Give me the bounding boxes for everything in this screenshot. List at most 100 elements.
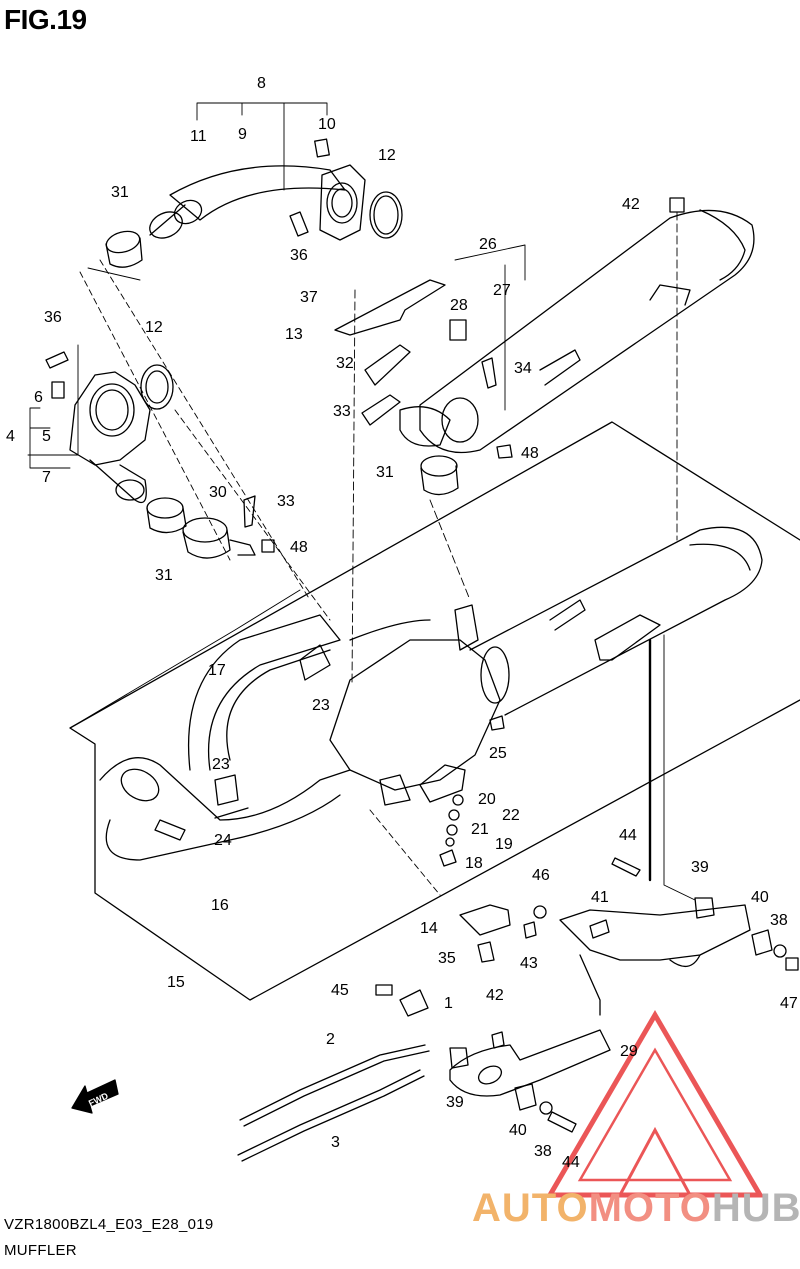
callout-10: 10 — [318, 116, 336, 133]
muffler-lower — [469, 526, 763, 716]
callout-41: 41 — [591, 889, 609, 906]
leader-lines — [27, 102, 696, 901]
heat-guard-13 — [334, 279, 446, 336]
callout-33-mid: 33 — [333, 403, 351, 420]
callout-42-top: 42 — [622, 196, 640, 213]
callout-48-mid: 48 — [521, 445, 539, 462]
callout-7: 7 — [42, 469, 51, 486]
watermark-text: AUTOMOTOHUB — [472, 1186, 800, 1231]
callout-17: 17 — [208, 662, 226, 679]
exhaust-pipe-16 — [99, 757, 351, 861]
callout-28: 28 — [450, 297, 468, 314]
callout-4: 4 — [6, 428, 15, 445]
callout-30: 30 — [209, 484, 227, 501]
callout-35: 35 — [438, 950, 456, 967]
bolt-35 — [477, 941, 495, 963]
nut-48-left — [261, 539, 275, 553]
callout-46: 46 — [532, 867, 550, 884]
washer-38-lower — [539, 1101, 553, 1115]
gasket-33 — [361, 394, 401, 426]
gasket-12-top — [369, 191, 403, 239]
catalyzer-body — [329, 604, 510, 806]
callout-31-top: 31 — [111, 184, 129, 201]
bolt-41 — [589, 919, 610, 939]
callout-13: 13 — [285, 326, 303, 343]
callout-39-lower: 39 — [446, 1094, 464, 1111]
bolt-18 — [439, 849, 457, 867]
bolt-34 — [481, 357, 497, 389]
callout-38-upper: 38 — [770, 912, 788, 929]
callout-5: 5 — [42, 428, 51, 445]
nut-48-upper — [496, 444, 513, 459]
callout-22: 22 — [502, 807, 520, 824]
collar-39-lower — [449, 1047, 469, 1069]
bolt-33-left — [243, 495, 256, 528]
clamp-24 — [154, 819, 186, 841]
callout-12-left: 12 — [145, 319, 163, 336]
callout-20: 20 — [478, 791, 496, 808]
bolt-42-top — [669, 197, 685, 213]
callout-27: 27 — [493, 282, 511, 299]
bolt-44-lower — [547, 1111, 577, 1133]
callout-43: 43 — [520, 955, 538, 972]
cover-14 — [459, 904, 511, 936]
callout-37: 37 — [300, 289, 318, 306]
sleeve-31-left — [146, 497, 187, 534]
callout-25: 25 — [489, 745, 507, 762]
callout-18: 18 — [465, 855, 483, 872]
callout-16: 16 — [211, 897, 229, 914]
watermark-auto: AUTO — [472, 1186, 589, 1230]
flange-top — [319, 164, 366, 241]
callout-23-left: 23 — [212, 756, 230, 773]
callout-47: 47 — [780, 995, 798, 1012]
figure-code: VZR1800BZL4_E03_E28_019 — [4, 1216, 214, 1233]
callout-39-upper: 39 — [691, 859, 709, 876]
callout-8: 8 — [257, 75, 266, 92]
bracket-1 — [399, 989, 429, 1017]
callout-45: 45 — [331, 982, 349, 999]
callout-33-left: 33 — [277, 493, 295, 510]
collar-39-upper — [694, 897, 715, 919]
callout-3: 3 — [331, 1134, 340, 1151]
callout-48-left: 48 — [290, 539, 308, 556]
watermark-hub: HUB — [711, 1186, 800, 1230]
nut-25 — [489, 715, 505, 731]
callout-44-lower: 44 — [562, 1154, 580, 1171]
callout-12-top: 12 — [378, 147, 396, 164]
exhaust-pipe-17 — [187, 614, 431, 771]
cable-3 — [237, 1069, 425, 1162]
front-flange-assy — [69, 371, 151, 504]
bolt-44-top — [611, 857, 641, 877]
callout-23-mid: 23 — [312, 697, 330, 714]
sleeve-31-top — [105, 230, 143, 268]
bracket-29 — [449, 904, 751, 1097]
bracket-plate — [419, 764, 466, 803]
callout-21: 21 — [471, 821, 489, 838]
watermark-triangle — [545, 1010, 765, 1198]
nut-47 — [785, 957, 799, 971]
bolt-36-left — [45, 351, 69, 369]
sleeve-31-mid — [420, 455, 459, 496]
clamp-23-left — [214, 774, 239, 806]
callout-34: 34 — [514, 360, 532, 377]
gasket-12-left — [140, 364, 174, 410]
callout-29: 29 — [620, 1043, 638, 1060]
gasket-32 — [364, 344, 411, 386]
washer-46 — [533, 905, 547, 919]
callout-labels: 1 2 3 4 5 6 7 8 9 10 11 12 12 13 14 15 1… — [6, 75, 798, 1171]
callout-31-left: 31 — [155, 567, 173, 584]
washer-20 — [452, 794, 464, 806]
muffler-upper — [399, 209, 755, 454]
watermark-moto: MOTO — [588, 1186, 712, 1230]
callout-36-left: 36 — [44, 309, 62, 326]
callout-38-lower: 38 — [534, 1143, 552, 1160]
callout-44-top: 44 — [619, 827, 637, 844]
callout-31-mid: 31 — [376, 464, 394, 481]
fwd-arrow — [71, 1079, 119, 1114]
callout-19: 19 — [495, 836, 513, 853]
bushing-40-upper — [751, 929, 773, 956]
callout-32: 32 — [336, 355, 354, 372]
bolt-36-top — [289, 211, 309, 237]
callout-40-upper: 40 — [751, 889, 769, 906]
